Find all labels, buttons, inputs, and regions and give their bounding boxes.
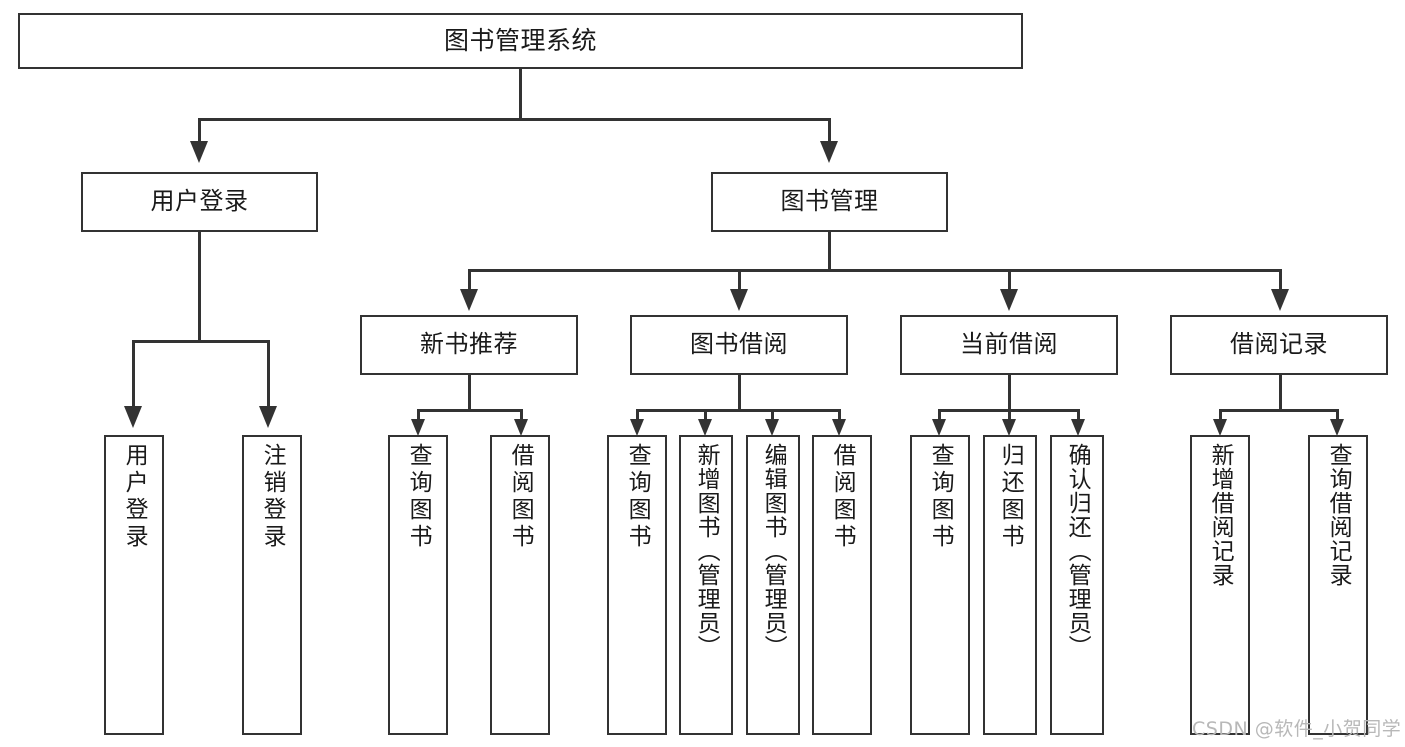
connector-level3-drop-0	[468, 269, 471, 291]
node-label: 查询借阅记录	[1325, 443, 1352, 587]
connector-level2-bus	[198, 118, 831, 121]
connector-book-borrow-drop-3	[838, 409, 841, 421]
leaf-query-borrow-record[interactable]: 查询借阅记录	[1308, 435, 1368, 735]
node-label: 借阅图书	[507, 443, 534, 551]
connector-root-stem	[519, 69, 522, 119]
node-user-login[interactable]: 用户登录	[81, 172, 318, 232]
watermark-text: CSDN @软件_小贺同学	[1192, 718, 1402, 740]
connector-new-book-drop-1	[520, 409, 523, 421]
leaf-add-borrow-record[interactable]: 新增借阅记录	[1190, 435, 1250, 735]
connector-book-borrow-drop-1	[704, 409, 707, 421]
connector-current-borrow-drop-2	[1077, 409, 1080, 421]
connector-borrow-record-bus	[1219, 409, 1339, 412]
connector-level3-drop-1	[738, 269, 741, 291]
arrow-to-leaf-borrow-book-2	[832, 419, 846, 436]
arrow-to-current-borrow	[1000, 289, 1018, 311]
node-label: 确认归还（管理员）	[1064, 443, 1091, 659]
node-label: 用户登录	[121, 443, 148, 551]
leaf-borrow-book[interactable]: 借阅图书	[812, 435, 872, 735]
arrow-to-leaf-add-record	[1213, 419, 1227, 436]
arrow-to-book-manage	[820, 141, 838, 163]
node-label: 借阅图书	[829, 443, 856, 551]
arrow-to-leaf-user-login	[124, 406, 142, 428]
arrow-to-leaf-logout	[259, 406, 277, 428]
arrow-to-borrow-record	[1271, 289, 1289, 311]
connector-new-book-stem	[468, 375, 471, 411]
node-root-system[interactable]: 图书管理系统	[18, 13, 1023, 69]
node-label: 查询图书	[927, 443, 954, 551]
connector-level2-drop-1	[828, 118, 831, 143]
arrow-to-leaf-borrow-book-1	[514, 419, 528, 436]
leaf-query-book-recommend[interactable]: 查询图书	[388, 435, 448, 735]
leaf-logout[interactable]: 注销登录	[242, 435, 302, 735]
node-label: 当前借阅	[960, 330, 1058, 359]
connector-book-manage-stem	[828, 232, 831, 272]
connector-book-borrow-stem	[738, 375, 741, 411]
node-label: 新书推荐	[420, 330, 518, 359]
connector-new-book-bus	[417, 409, 523, 412]
node-book-borrow[interactable]: 图书借阅	[630, 315, 848, 375]
leaf-return-book[interactable]: 归还图书	[983, 435, 1037, 735]
connector-user-login-drop-0	[132, 340, 135, 408]
connector-level2-drop-0	[198, 118, 201, 143]
connector-current-borrow-drop-1	[1008, 409, 1011, 421]
node-label: 用户登录	[150, 187, 249, 216]
node-label: 查询图书	[405, 443, 432, 551]
node-label: 归还图书	[997, 443, 1024, 551]
node-label: 借阅记录	[1230, 330, 1328, 359]
leaf-confirm-return[interactable]: 确认归还（管理员）	[1050, 435, 1104, 735]
connector-borrow-record-stem	[1279, 375, 1282, 411]
arrow-to-leaf-query-book-2	[630, 419, 644, 436]
arrow-to-leaf-add-book	[698, 419, 712, 436]
connector-borrow-record-drop-1	[1336, 409, 1339, 421]
arrow-to-new-book	[460, 289, 478, 311]
connector-level3-drop-2	[1008, 269, 1011, 291]
node-new-book-recommend[interactable]: 新书推荐	[360, 315, 578, 375]
arrow-to-leaf-query-book-1	[411, 419, 425, 436]
arrow-to-leaf-return-book	[1002, 419, 1016, 436]
connector-user-login-stem	[198, 232, 201, 342]
connector-level3-drop-3	[1279, 269, 1282, 291]
node-label: 查询图书	[624, 443, 651, 551]
leaf-add-book[interactable]: 新增图书（管理员）	[679, 435, 733, 735]
node-label: 图书管理	[780, 187, 879, 216]
node-label: 新增图书（管理员）	[693, 443, 720, 659]
arrow-to-leaf-edit-book	[765, 419, 779, 436]
connector-level3-bus	[468, 269, 1282, 272]
connector-book-borrow-drop-2	[771, 409, 774, 421]
leaf-edit-book[interactable]: 编辑图书（管理员）	[746, 435, 800, 735]
node-label: 注销登录	[259, 443, 286, 551]
leaf-user-login[interactable]: 用户登录	[104, 435, 164, 735]
connector-current-borrow-stem	[1008, 375, 1011, 411]
connector-book-borrow-drop-0	[636, 409, 639, 421]
node-book-manage[interactable]: 图书管理	[711, 172, 948, 232]
connector-book-borrow-bus	[636, 409, 841, 412]
connector-new-book-drop-0	[417, 409, 420, 421]
arrow-to-book-borrow	[730, 289, 748, 311]
node-current-borrow[interactable]: 当前借阅	[900, 315, 1118, 375]
connector-current-borrow-drop-0	[938, 409, 941, 421]
connector-user-login-bus	[132, 340, 269, 343]
connector-user-login-drop-1	[267, 340, 270, 408]
leaf-query-book-borrow[interactable]: 查询图书	[607, 435, 667, 735]
arrow-to-leaf-confirm-return	[1071, 419, 1085, 436]
node-label: 图书管理系统	[443, 25, 597, 55]
leaf-borrow-book-recommend[interactable]: 借阅图书	[490, 435, 550, 735]
leaf-query-book-current[interactable]: 查询图书	[910, 435, 970, 735]
arrow-to-user-login	[190, 141, 208, 163]
arrow-to-leaf-query-record	[1330, 419, 1344, 436]
node-label: 编辑图书（管理员）	[760, 443, 787, 659]
connector-borrow-record-drop-0	[1219, 409, 1222, 421]
node-borrow-record[interactable]: 借阅记录	[1170, 315, 1388, 375]
node-label: 新增借阅记录	[1207, 443, 1234, 587]
node-label: 图书借阅	[690, 330, 788, 359]
arrow-to-leaf-query-book-3	[932, 419, 946, 436]
